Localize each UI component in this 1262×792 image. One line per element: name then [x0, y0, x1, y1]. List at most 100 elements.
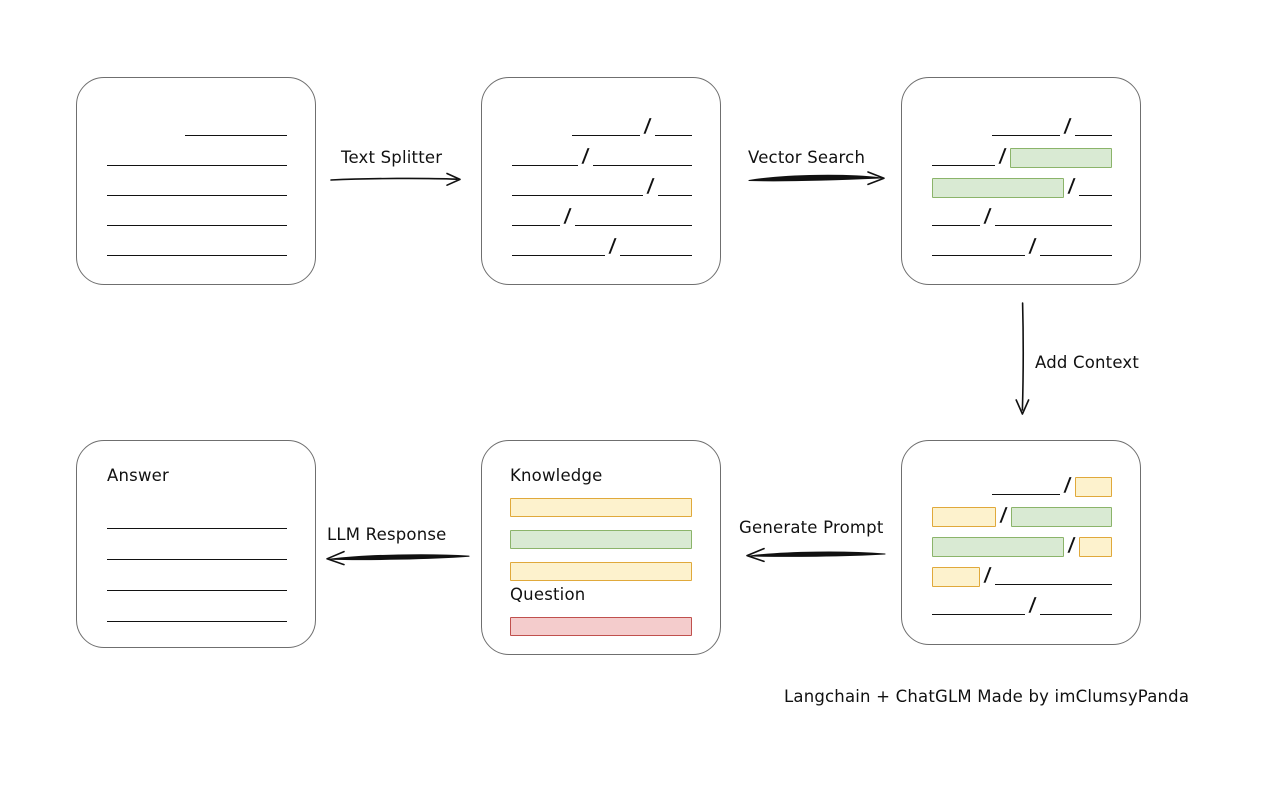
vector-search-label: Vector Search	[748, 148, 866, 167]
text-underline	[992, 494, 1060, 495]
knowledge-bar-3[interactable]	[510, 562, 692, 581]
highlighted-chunk-yellow[interactable]	[932, 507, 996, 527]
context-document-lines: / / / / /	[902, 441, 1140, 644]
document-line: /	[512, 115, 692, 138]
chunk-separator-slash: /	[998, 145, 1008, 167]
highlighted-chunk-green[interactable]	[1010, 507, 1112, 527]
node-split-document[interactable]: / / / / /	[481, 77, 721, 285]
highlighted-chunk-green[interactable]	[932, 178, 1064, 198]
add-context-arrow	[1012, 302, 1034, 420]
text-underline	[185, 135, 287, 136]
node-answer[interactable]: Answer	[76, 440, 316, 648]
text-underline	[992, 135, 1061, 136]
document-line: /	[512, 175, 692, 198]
split-document-lines: / / / / /	[482, 78, 720, 284]
text-underline	[107, 528, 287, 529]
text-underline	[572, 135, 641, 136]
chunk-separator-slash: /	[581, 145, 590, 167]
text-underline	[932, 225, 980, 226]
text-underline	[107, 621, 287, 622]
text-underline	[107, 590, 287, 591]
text-underline	[107, 165, 287, 166]
document-line: /	[932, 564, 1112, 587]
document-line: /	[512, 235, 692, 258]
highlighted-chunk-green[interactable]	[932, 537, 1064, 557]
document-line: /	[932, 474, 1112, 497]
vector-search-arrow	[748, 168, 890, 188]
vector-matched-document-lines: / / / / /	[902, 78, 1140, 284]
document-line: /	[932, 235, 1112, 258]
add-context-label: Add Context	[1035, 353, 1140, 372]
document-line: /	[932, 145, 1112, 168]
text-underline	[512, 225, 560, 226]
document-line: /	[512, 145, 692, 168]
text-underline	[107, 225, 287, 226]
text-underline	[655, 135, 692, 136]
llm-response-arrow	[318, 548, 470, 568]
text-underline	[107, 195, 287, 196]
chunk-separator-slash: /	[643, 115, 652, 137]
text-underline	[932, 255, 1026, 256]
text-underline	[658, 195, 692, 196]
text-underline	[994, 584, 1112, 585]
document-line: /	[932, 175, 1112, 198]
highlighted-chunk-yellow[interactable]	[1074, 477, 1112, 497]
question-bar-1[interactable]	[510, 617, 692, 636]
text-underline	[994, 225, 1112, 226]
text-underline	[512, 165, 579, 166]
highlighted-chunk-yellow[interactable]	[1078, 537, 1112, 557]
node-prompt[interactable]: Knowledge Question	[481, 440, 721, 655]
chunk-separator-slash: /	[1028, 594, 1038, 616]
footer-credit: Langchain + ChatGLM Made by imClumsyPand…	[784, 687, 1190, 706]
chunk-separator-slash: /	[646, 175, 656, 197]
llm-response-label: LLM Response	[327, 525, 447, 544]
highlighted-chunk-yellow[interactable]	[932, 567, 980, 587]
text-underline	[574, 225, 692, 226]
document-line: /	[932, 534, 1112, 557]
text-underline	[932, 614, 1026, 615]
document-line	[107, 208, 287, 228]
node-context-document[interactable]: / / / / /	[901, 440, 1141, 645]
text-splitter-label: Text Splitter	[341, 148, 443, 167]
text-underline	[1040, 255, 1112, 256]
chunk-separator-slash: /	[1063, 115, 1072, 137]
knowledge-bar-2[interactable]	[510, 530, 692, 549]
document-line: /	[932, 115, 1112, 138]
node-vector-matched-document[interactable]: / / / / /	[901, 77, 1141, 285]
document-line: /	[932, 205, 1112, 228]
document-line	[107, 238, 287, 258]
text-underline	[107, 255, 287, 256]
knowledge-bar-1[interactable]	[510, 498, 692, 517]
document-line: /	[512, 205, 692, 228]
text-underline	[932, 165, 996, 166]
text-underline	[592, 165, 692, 166]
document-line	[107, 604, 287, 624]
source-document-lines	[77, 78, 315, 284]
text-underline	[620, 255, 692, 256]
chunk-separator-slash: /	[998, 504, 1008, 526]
document-line: /	[932, 504, 1112, 527]
document-line	[107, 511, 287, 531]
text-underline	[512, 255, 606, 256]
document-line	[107, 573, 287, 593]
chunk-separator-slash: /	[1066, 534, 1076, 556]
chunk-separator-slash: /	[1028, 235, 1038, 257]
chunk-separator-slash: /	[608, 235, 618, 257]
text-underline	[107, 559, 287, 560]
chunk-separator-slash: /	[983, 205, 992, 227]
chunk-separator-slash: /	[563, 205, 572, 227]
generate-prompt-arrow	[738, 545, 886, 565]
document-line	[107, 148, 287, 168]
chunk-separator-slash: /	[983, 564, 992, 586]
chunk-separator-slash: /	[1067, 175, 1076, 197]
text-underline	[1078, 195, 1112, 196]
document-line	[107, 178, 287, 198]
text-splitter-arrow	[330, 170, 468, 188]
text-underline	[1075, 135, 1112, 136]
node-source-document[interactable]	[76, 77, 316, 285]
question-label: Question	[510, 585, 586, 604]
highlighted-chunk-green[interactable]	[1010, 148, 1112, 168]
answer-lines	[77, 441, 315, 647]
text-underline	[1040, 614, 1112, 615]
